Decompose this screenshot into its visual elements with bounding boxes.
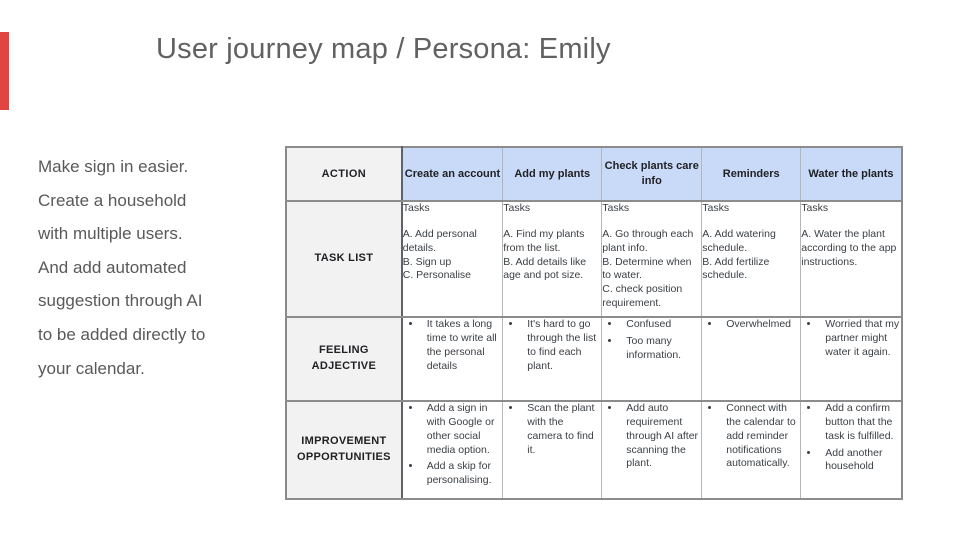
row-label: TASK LIST <box>285 200 403 318</box>
task-item: B. Add details like age and pot size. <box>503 255 587 282</box>
task-item: B. Add fertilize schedule. <box>702 255 770 282</box>
note-line: with multiple users. <box>38 224 183 244</box>
cell-heading: Tasks <box>402 202 430 214</box>
bullet-item: Worried that my partner might water it a… <box>820 318 901 360</box>
table-cell: Add a confirm button that the task is fu… <box>800 400 903 500</box>
task-item: A. Find my plants from the list. <box>503 227 585 254</box>
table-cell: Connect with the calendar to add reminde… <box>701 400 802 500</box>
bullet-list: Add a sign in with Google or other socia… <box>403 402 503 488</box>
bullet-list: Add a confirm button that the task is fu… <box>801 402 901 474</box>
cell-heading: Tasks <box>801 202 829 214</box>
column-header: Check plants care info <box>601 146 703 202</box>
table-row: FEELING ADJECTIVE It takes a long time to… <box>285 316 903 402</box>
bullet-list: Scan the plant with the camera to find i… <box>503 402 601 457</box>
bullet-item: Add a skip for personalising. <box>422 460 503 488</box>
bullet-item: Too many information. <box>621 335 701 363</box>
task-item: B. Determine when to water. <box>602 255 692 282</box>
table-cell: Worried that my partner might water it a… <box>800 316 903 402</box>
bullet-item: It's hard to go through the list to find… <box>522 318 601 373</box>
task-item: C. check position requirement. <box>602 283 683 310</box>
note-line: to be added directly to <box>38 324 206 344</box>
cell-heading: Tasks <box>702 202 730 214</box>
bullet-list: Connect with the calendar to add reminde… <box>702 402 800 471</box>
task-item: A. Add watering schedule. <box>702 227 776 254</box>
bullet-item: It takes a long time to write all the pe… <box>422 318 503 373</box>
table-cell: Tasks A. Add watering schedule.B. Add fer… <box>701 200 802 318</box>
page-title: User journey map / Persona: Emily <box>156 33 611 65</box>
note-line: Create a household <box>38 190 187 210</box>
task-item: C. Personalise <box>402 269 472 282</box>
note-line: your calendar. <box>38 358 145 378</box>
note-line: suggestion through AI <box>38 291 203 311</box>
column-header: Create an account <box>401 146 504 202</box>
table-cell: Add a sign in with Google or other socia… <box>401 400 504 500</box>
bullet-item: Overwhelmed <box>721 318 800 332</box>
table-cell: Tasks A. Go through each plant info.B. De… <box>601 200 703 318</box>
column-header: Reminders <box>701 146 802 202</box>
bullet-list: ConfusedToo many information. <box>602 318 701 363</box>
table-cell: Tasks A. Water the plant according to the… <box>800 200 903 318</box>
column-header: Water the plants <box>800 146 903 202</box>
bullet-list: Add auto requirement through AI after sc… <box>602 402 701 471</box>
bullet-list: It's hard to go through the list to find… <box>503 318 601 373</box>
bullet-item: Add a sign in with Google or other socia… <box>422 402 503 457</box>
bullet-list: It takes a long time to write all the pe… <box>403 318 503 373</box>
bullet-item: Confused <box>621 318 701 332</box>
cell-heading: Tasks <box>503 202 531 214</box>
corner-header: ACTION <box>285 146 403 202</box>
task-item: A. Go through each plant info. <box>602 227 694 254</box>
accent-bar <box>0 32 9 110</box>
bullet-list: Overwhelmed <box>702 318 800 332</box>
table-cell: ConfusedToo many information. <box>601 316 703 402</box>
task-item: A. Add personal details. <box>402 227 477 254</box>
note-line: And add automated <box>38 257 187 277</box>
note-line: Make sign in easier. <box>38 157 189 176</box>
bullet-item: Connect with the calendar to add reminde… <box>721 402 800 471</box>
task-item: B. Sign up <box>402 255 452 268</box>
column-header: Add my plants <box>502 146 603 202</box>
bullet-item: Scan the plant with the camera to find i… <box>522 402 601 457</box>
row-label: FEELING ADJECTIVE <box>285 316 403 402</box>
task-item: A. Water the plant according to the app … <box>801 227 897 268</box>
table-cell: It takes a long time to write all the pe… <box>401 316 504 402</box>
table-row: IMPROVEMENT OPPORTUNITIES Add a sign in w… <box>285 400 903 500</box>
bullet-item: Add auto requirement through AI after sc… <box>621 402 701 471</box>
table-cell: Add auto requirement through AI after sc… <box>601 400 703 500</box>
bullet-item: Add a confirm button that the task is fu… <box>820 402 901 444</box>
table-cell: Overwhelmed <box>701 316 802 402</box>
note-text: Make sign in easier. Create a household wi… <box>38 150 205 385</box>
bullet-list: Worried that my partner might water it a… <box>801 318 901 360</box>
table-cell: Scan the plant with the camera to find i… <box>502 400 603 500</box>
bullet-item: Add another household <box>820 447 901 475</box>
table-cell: Tasks A. Find my plants from the list.B. … <box>502 200 603 318</box>
row-label: IMPROVEMENT OPPORTUNITIES <box>285 400 403 500</box>
cell-heading: Tasks <box>602 202 630 214</box>
table-cell: It's hard to go through the list to find… <box>502 316 603 402</box>
